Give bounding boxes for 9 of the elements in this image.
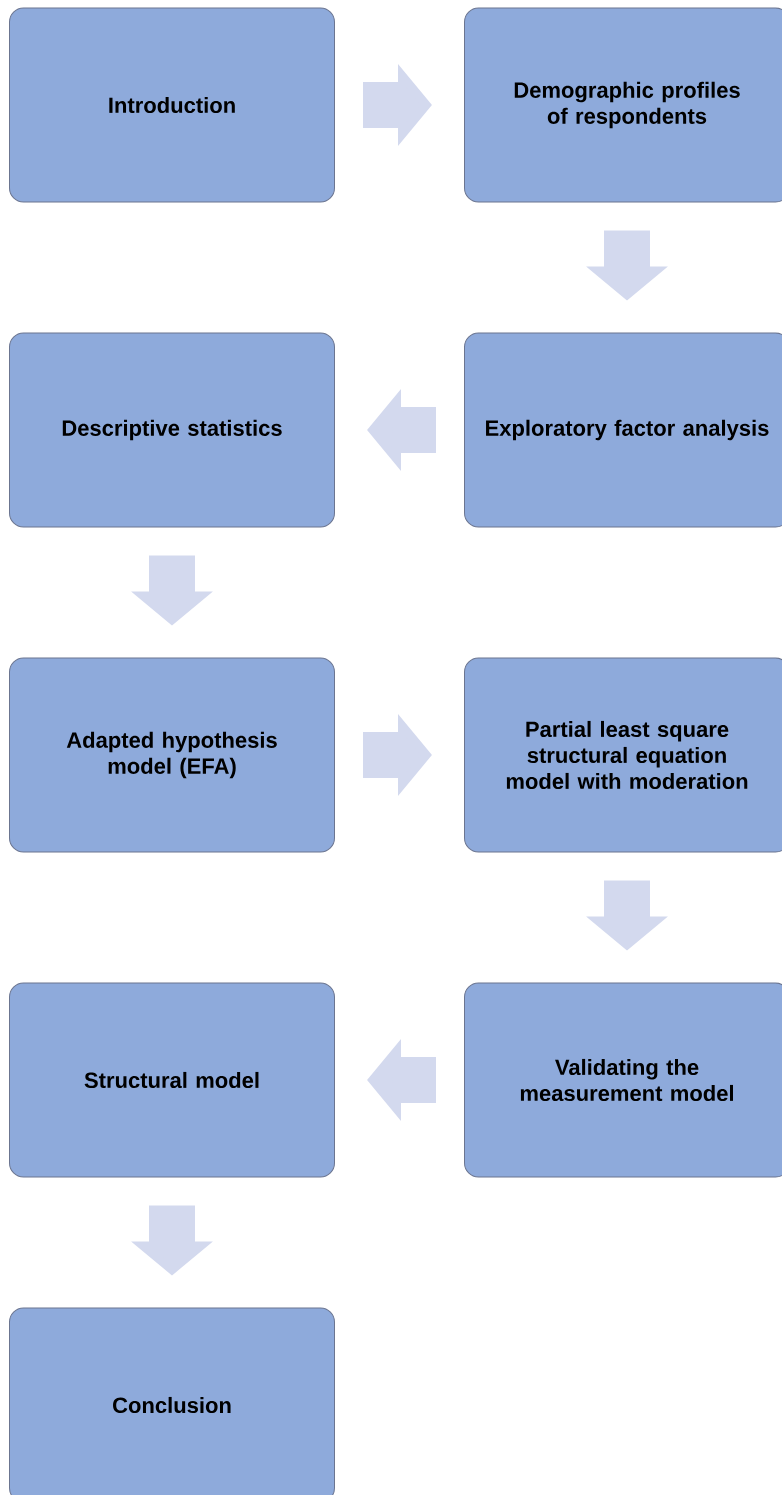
- process-box: Exploratory factor analysis: [464, 332, 782, 528]
- process-box: Validating the measurement model: [464, 982, 782, 1178]
- process-box: Demographic profiles of respondents: [464, 7, 782, 203]
- process-box: Partial least square structural equation model with moderation: [464, 657, 782, 853]
- process-box: Conclusion: [9, 1307, 335, 1495]
- process-box: Descriptive statistics: [9, 332, 335, 528]
- process-box: Adapted hypothesis model (EFA): [9, 657, 335, 853]
- process-box: Introduction: [9, 7, 335, 203]
- process-box: Structural model: [9, 982, 335, 1178]
